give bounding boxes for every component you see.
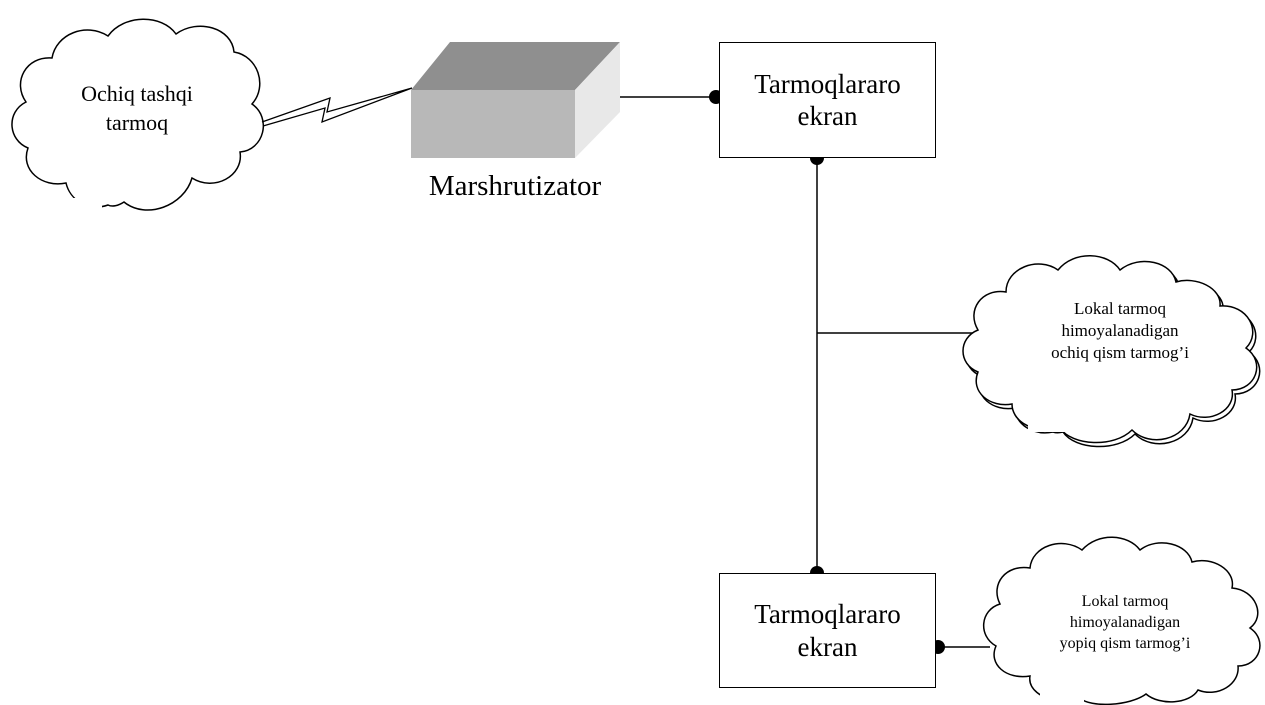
firewall-bottom-box[interactable]: Tarmoqlararo ekran bbox=[719, 573, 936, 688]
closed-subnet-cloud bbox=[982, 536, 1261, 705]
open-subnet-label: Lokal tarmoq himoyalanadigan ochiq qism … bbox=[1010, 298, 1230, 364]
closed-subnet-line3: yopiq qism tarmog’i bbox=[1059, 634, 1191, 652]
firewall-top-box[interactable]: Tarmoqlararo ekran bbox=[719, 42, 936, 158]
open-subnet-line3: ochiq qism tarmog’i bbox=[1051, 343, 1189, 363]
external-network-line2: tarmoq bbox=[105, 109, 169, 135]
external-network-line1: Ochiq tashqi bbox=[81, 81, 193, 106]
firewall-top-line2: ekran bbox=[797, 101, 858, 131]
firewall-bottom-line1: Tarmoqlararo bbox=[754, 599, 901, 630]
open-subnet-cloud bbox=[962, 255, 1261, 448]
closed-subnet-label: Lokal tarmoq himoyalanadigan yopiq qism … bbox=[1020, 592, 1230, 654]
firewall-top-label: Tarmoqlararo ekran bbox=[754, 68, 901, 133]
router-label: Marshrutizator bbox=[428, 170, 602, 202]
closed-subnet-line2: himoyalanadigan bbox=[1069, 613, 1181, 631]
firewall-bottom-label: Tarmoqlararo ekran bbox=[754, 598, 901, 663]
wan-link bbox=[261, 87, 413, 127]
external-network-cloud bbox=[11, 18, 265, 211]
external-network-label: Ochiq tashqi tarmoq bbox=[52, 80, 222, 137]
open-subnet-line2: himoyalanadigan bbox=[1061, 321, 1179, 341]
closed-subnet-line1: Lokal tarmoq bbox=[1081, 593, 1169, 610]
firewall-top-line1: Tarmoqlararo bbox=[754, 68, 901, 99]
open-subnet-line1: Lokal tarmoq bbox=[1073, 299, 1167, 318]
router-icon bbox=[411, 42, 620, 158]
firewall-bottom-line2: ekran bbox=[797, 631, 858, 662]
